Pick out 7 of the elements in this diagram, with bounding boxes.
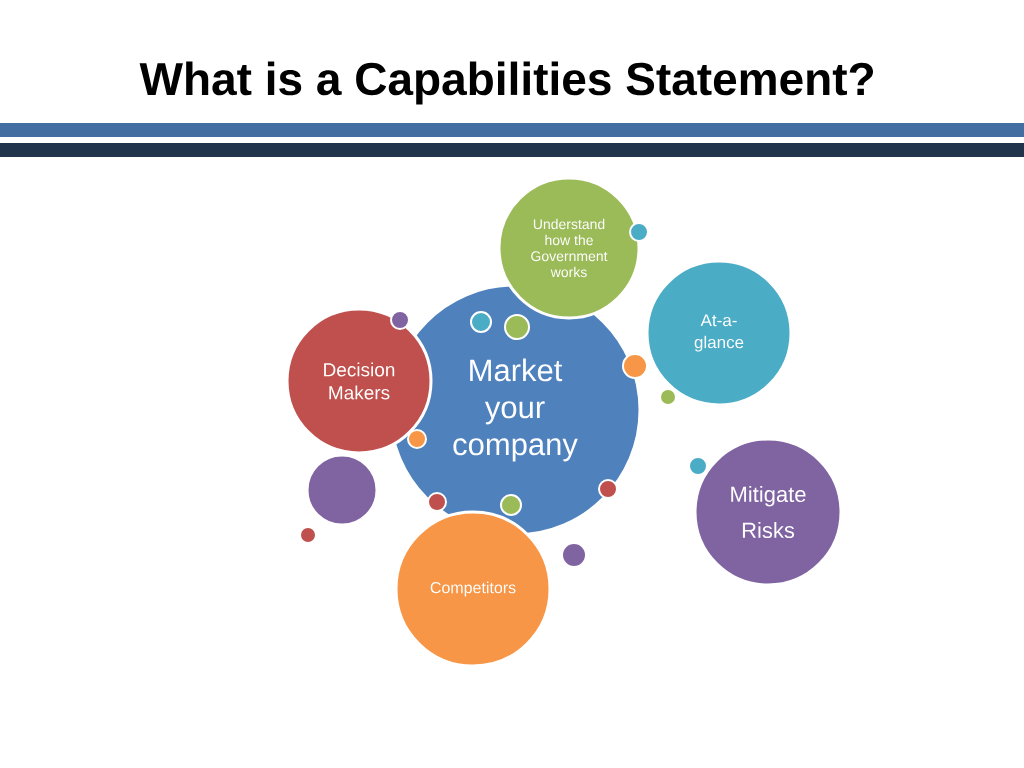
- circle-bubble: Understand how the Government works: [497, 176, 641, 320]
- circle-bubble: At-a-glance: [645, 259, 793, 407]
- circle-bubble: Decision Makers: [285, 307, 433, 455]
- circle-bubble: Competitors: [394, 510, 552, 668]
- circle: [305, 453, 379, 527]
- title: What is a Capabilities Statement?: [139, 61, 873, 105]
- circle-bubble: Mitigate Risks: [693, 437, 843, 587]
